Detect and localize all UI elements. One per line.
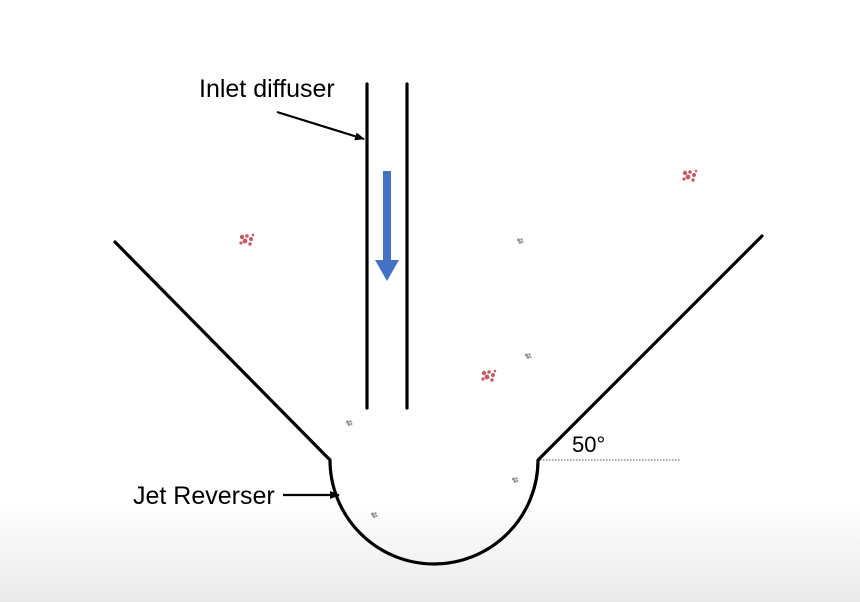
particle-small xyxy=(371,512,378,518)
particle-small xyxy=(346,420,353,426)
particle-small xyxy=(525,353,532,359)
particle-large xyxy=(481,369,497,382)
inlet-diffuser-pointer xyxy=(276,110,365,141)
particle-large xyxy=(682,169,698,182)
particle-large xyxy=(239,233,255,246)
flow-arrow-icon xyxy=(375,171,399,281)
inlet-diffuser-label: Inlet diffuser xyxy=(199,75,335,103)
jet-reverser-label: Jet Reverser xyxy=(133,482,275,510)
particle-small xyxy=(512,477,519,483)
particle-small xyxy=(517,238,524,244)
hopper-outline xyxy=(113,234,764,566)
wall-angle-label: 50° xyxy=(572,432,606,457)
